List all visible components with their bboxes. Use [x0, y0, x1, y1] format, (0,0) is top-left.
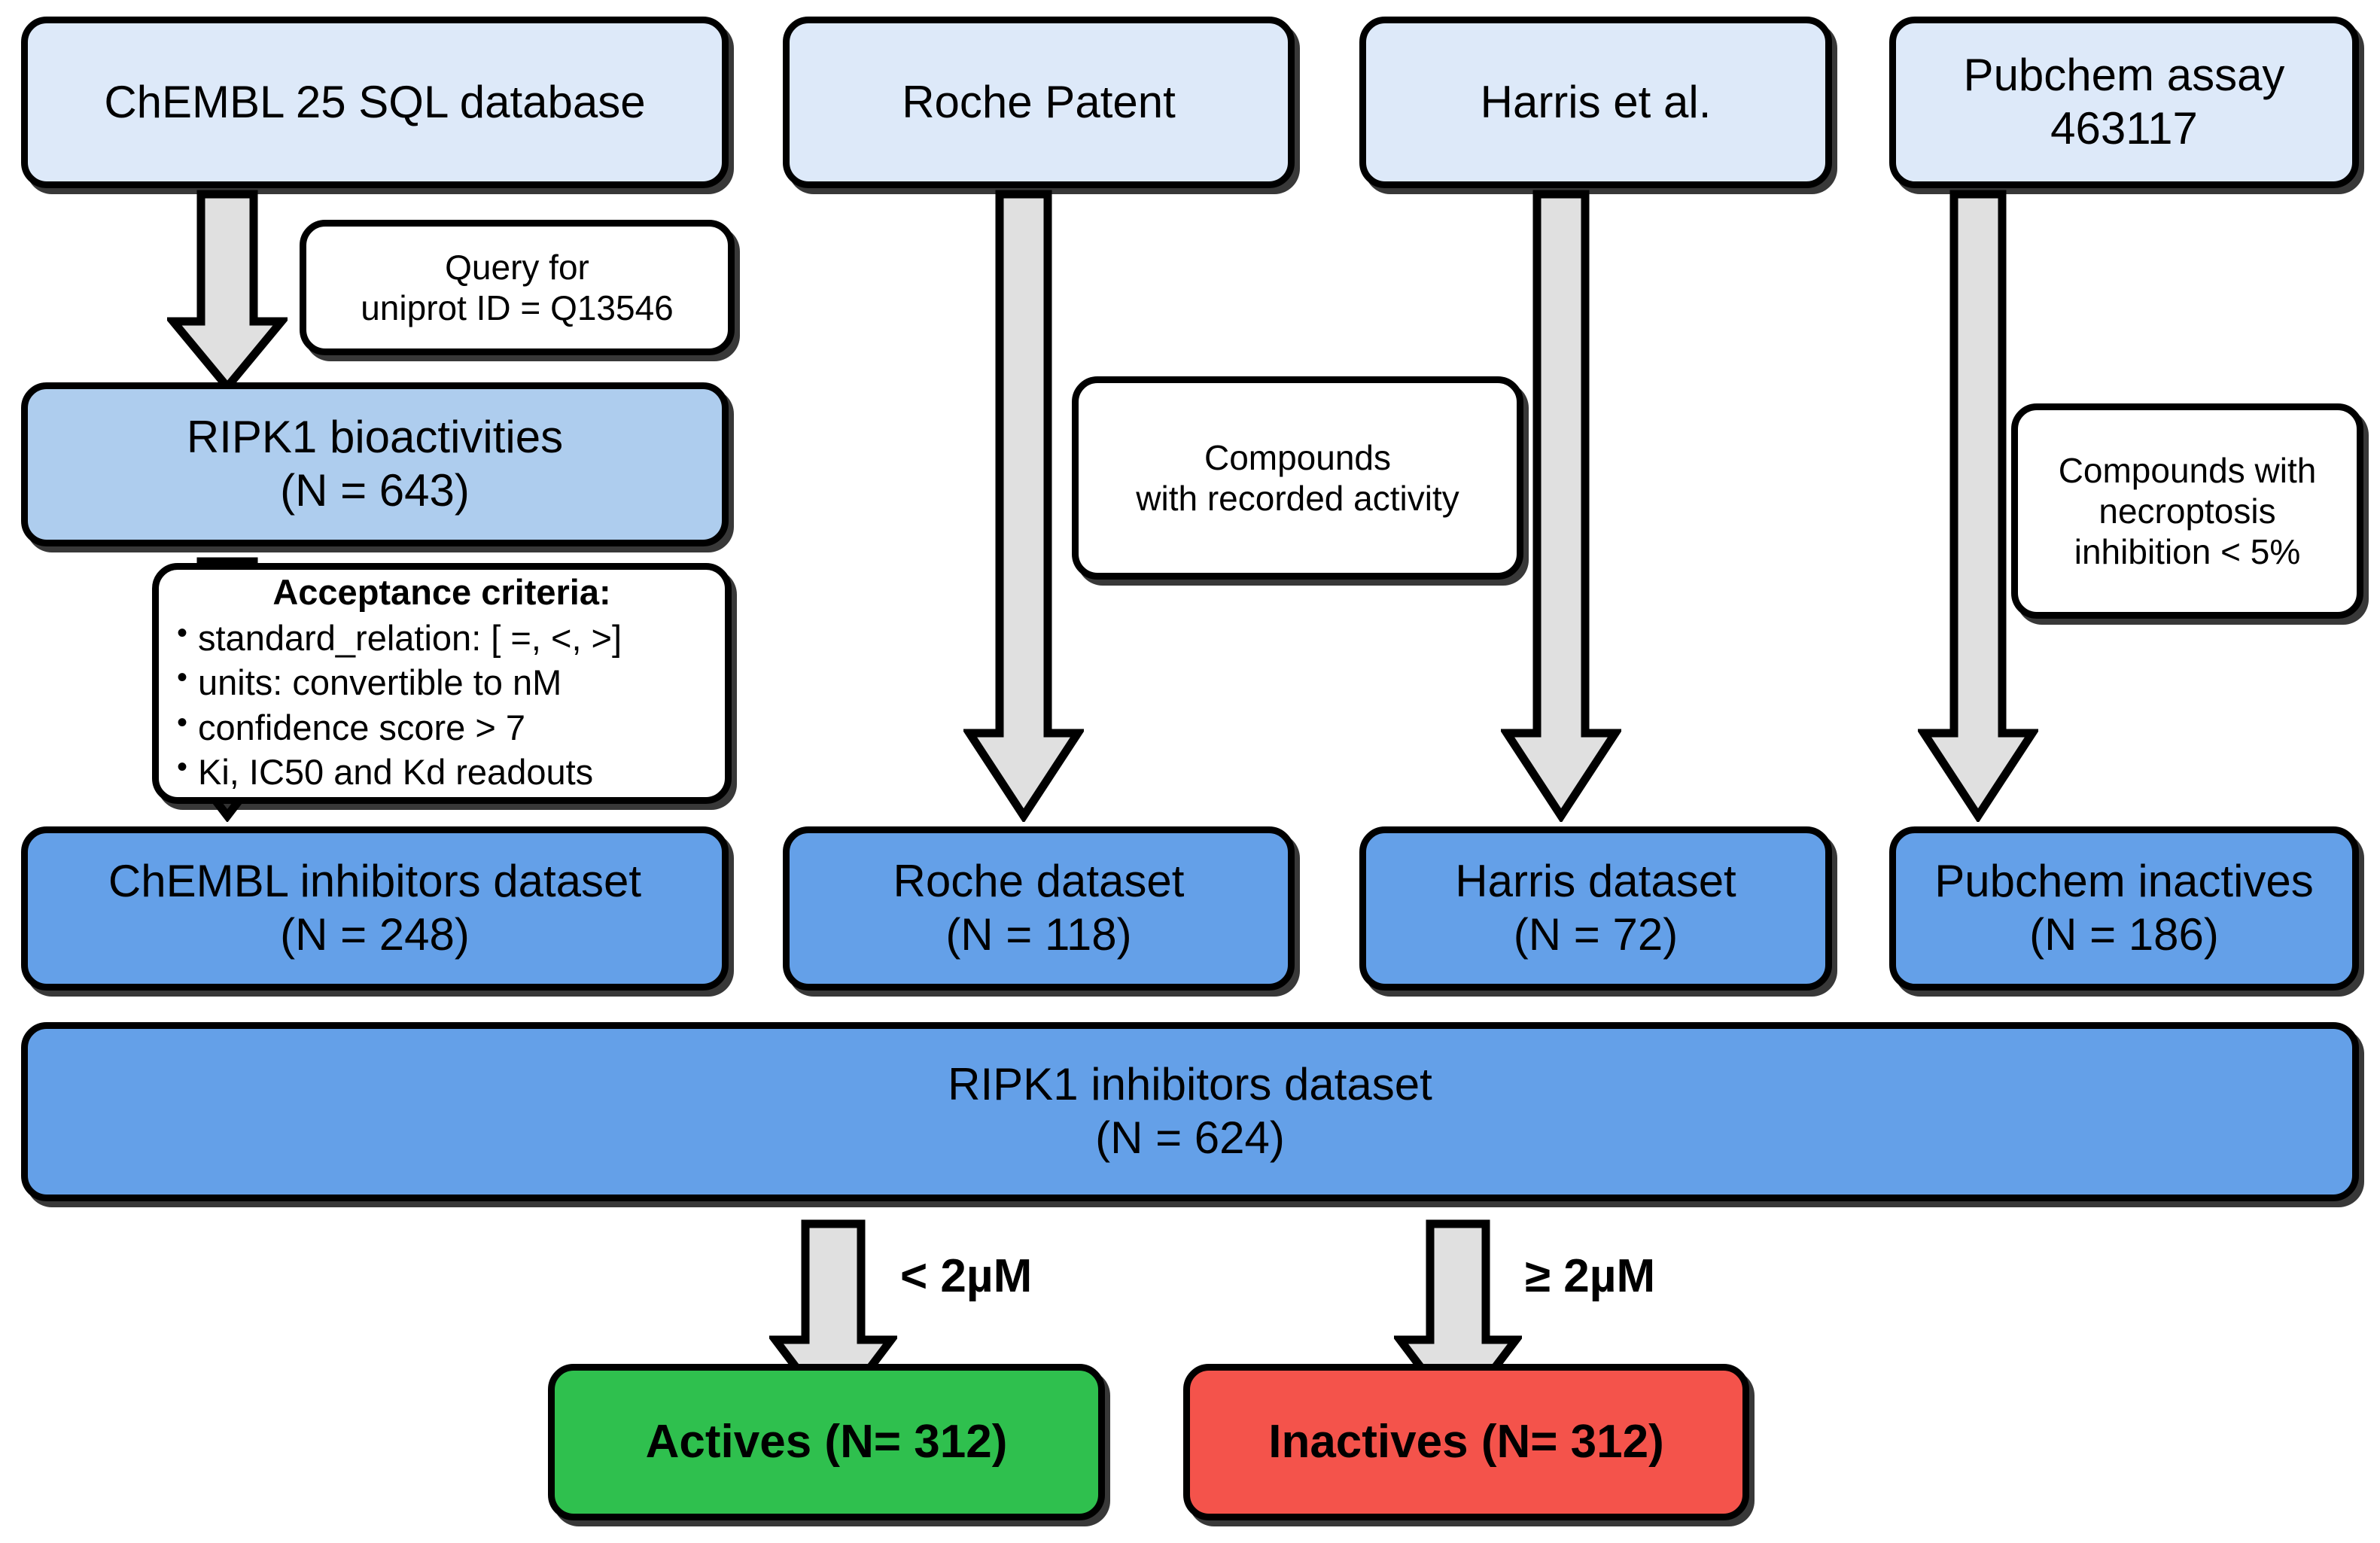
- source-pubchem-line1: Pubchem assay: [1963, 50, 2285, 101]
- outcome-box-actives[interactable]: Actives (N= 312): [548, 1364, 1105, 1520]
- arrow-label-actives: < 2µM: [900, 1250, 1033, 1302]
- dataset-harris-line1: Harris dataset: [1455, 856, 1736, 907]
- dataset-pubchem-line1: Pubchem inactives: [1934, 856, 2314, 907]
- acceptance-criteria-item: Ki, IC50 and Kd readouts: [172, 748, 711, 794]
- bioactivities-line1: RIPK1 bioactivities: [186, 412, 564, 463]
- arrow-label-inactives: ≥ 2µM: [1525, 1250, 1656, 1302]
- source-box-pubchem[interactable]: Pubchem assay 463117: [1889, 17, 2359, 188]
- dataset-roche-line2: (N = 118): [945, 909, 1132, 960]
- note-box-acceptance-criteria[interactable]: Acceptance criteria: standard_relation: …: [152, 563, 732, 804]
- source-chembl-line1: ChEMBL 25 SQL database: [104, 76, 646, 127]
- acceptance-criteria-item: confidence score > 7: [172, 703, 711, 750]
- source-box-harris[interactable]: Harris et al.: [1359, 17, 1832, 188]
- note-roche-line2: with recorded activity: [1136, 479, 1459, 518]
- arrow-pubchem-to-pubchem-inactives: [1918, 190, 2038, 822]
- source-roche-line1: Roche Patent: [902, 76, 1176, 127]
- arrow-roche-to-roche-dataset: [963, 190, 1084, 822]
- acceptance-criteria-item: units: convertible to nM: [172, 659, 711, 705]
- source-box-roche[interactable]: Roche Patent: [783, 17, 1295, 188]
- note-roche-line1: Compounds: [1204, 437, 1392, 477]
- outcome-actives-label: Actives (N= 312): [645, 1416, 1008, 1468]
- intermediate-box-ripk1-bioactivities[interactable]: RIPK1 bioactivities (N = 643): [21, 382, 729, 546]
- outcome-inactives-label: Inactives (N= 312): [1268, 1416, 1664, 1468]
- dataset-box-harris[interactable]: Harris dataset (N = 72): [1359, 826, 1832, 991]
- combined-line1: RIPK1 inhibitors dataset: [948, 1059, 1432, 1110]
- arrow-harris-to-harris-dataset: [1501, 190, 1621, 822]
- dataset-chembl-line2: (N = 248): [280, 909, 470, 960]
- note-pubchem-line2: necroptosis: [2098, 491, 2276, 531]
- acceptance-criteria-title: Acceptance criteria:: [272, 572, 611, 613]
- dataset-harris-line2: (N = 72): [1513, 909, 1678, 960]
- note-box-roche-filter[interactable]: Compounds with recorded activity: [1072, 376, 1523, 580]
- combined-dataset-box[interactable]: RIPK1 inhibitors dataset (N = 624): [21, 1022, 2359, 1201]
- acceptance-criteria-list: standard_relation: [ =, <, >] units: con…: [172, 614, 711, 794]
- source-harris-line1: Harris et al.: [1480, 76, 1712, 127]
- dataset-box-roche[interactable]: Roche dataset (N = 118): [783, 826, 1295, 991]
- dataset-pubchem-line2: (N = 186): [2029, 909, 2219, 960]
- note-box-pubchem-filter[interactable]: Compounds with necroptosis inhibition < …: [2011, 403, 2363, 619]
- note-box-query[interactable]: Query for uniprot ID = Q13546: [300, 220, 735, 355]
- acceptance-criteria-item: standard_relation: [ =, <, >]: [172, 614, 711, 660]
- dataset-box-chembl-inhibitors[interactable]: ChEMBL inhibitors dataset (N = 248): [21, 826, 729, 991]
- combined-line2: (N = 624): [1095, 1112, 1285, 1163]
- source-pubchem-line2: 463117: [2050, 103, 2198, 154]
- arrow-chembl-to-bioactivities: [167, 190, 288, 393]
- note-query-line2: uniprot ID = Q13546: [361, 288, 674, 327]
- dataset-box-pubchem-inactives[interactable]: Pubchem inactives (N = 186): [1889, 826, 2359, 991]
- source-box-chembl[interactable]: ChEMBL 25 SQL database: [21, 17, 729, 188]
- note-query-line1: Query for: [445, 247, 589, 287]
- note-pubchem-line3: inhibition < 5%: [2074, 532, 2301, 572]
- dataset-roche-line1: Roche dataset: [893, 856, 1185, 907]
- outcome-box-inactives[interactable]: Inactives (N= 312): [1183, 1364, 1749, 1520]
- dataset-chembl-line1: ChEMBL inhibitors dataset: [108, 856, 642, 907]
- bioactivities-line2: (N = 643): [280, 465, 470, 516]
- note-pubchem-line1: Compounds with: [2058, 450, 2317, 490]
